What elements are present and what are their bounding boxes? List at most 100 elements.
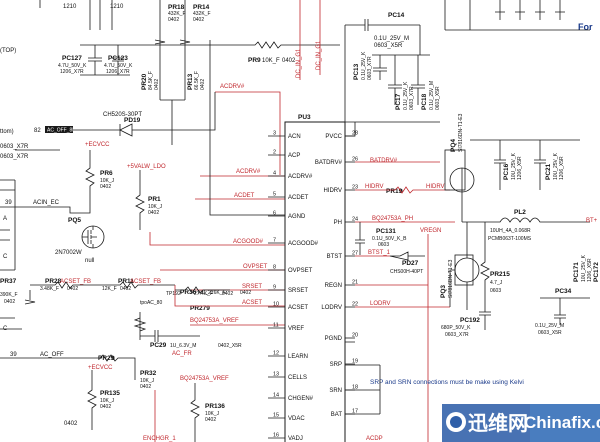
- n39-a: 39: [5, 200, 12, 206]
- r1210-b: 1210: [110, 4, 124, 10]
- pin-num-left-1: 2: [273, 150, 276, 156]
- pin-name-left-13: VDAC: [288, 416, 305, 422]
- pr9-pkg: 0402: [282, 58, 296, 64]
- pr279-value: 27.4K_F: [194, 291, 213, 297]
- pq5-ref: PQ5: [68, 217, 81, 224]
- pc34-pkg: 0603_X5R: [538, 330, 562, 336]
- pin-num-right-7: 20: [352, 333, 358, 339]
- pd27-value: CHS00H-40PT: [390, 269, 423, 275]
- pin-name-right-2: HIDRV: [323, 188, 342, 194]
- pin-name-right-3: PH: [334, 220, 342, 226]
- net-vref: BQ24753A_VREF: [190, 318, 239, 324]
- pin-name-left-0: ACN: [288, 134, 301, 140]
- pr32-value: 10K_J: [140, 378, 155, 384]
- pc171-ref: PC171: [573, 262, 580, 282]
- pin-num-right-5: 21: [352, 280, 358, 286]
- pr14-value: 432K_F: [193, 11, 211, 17]
- pr11-pkg: 0402: [120, 286, 131, 292]
- pq4-ref: PQ4: [450, 139, 457, 152]
- pq3-value: SI7816DN-T1-E3: [448, 259, 454, 298]
- bottom-label: ttom): [0, 129, 14, 135]
- pr28-pkg: 0402: [67, 286, 78, 292]
- mark-c2: C: [3, 326, 8, 332]
- pin-name-left-7: SRSET: [288, 288, 308, 294]
- pin-name-right-7: PGND: [325, 336, 343, 342]
- pin-num-right-8: 19: [352, 359, 358, 365]
- net-acdet: ACDET: [234, 193, 255, 199]
- pin-num-right-1: 26: [352, 157, 358, 163]
- pq5-value: 2N7002W: [55, 250, 82, 256]
- net-vref-2: BQ24753A_VREF: [180, 376, 229, 382]
- pr37-ref: PR37: [0, 278, 17, 285]
- pc14-ref: PC14: [388, 12, 405, 19]
- net-acgood: ACGOOD#: [233, 239, 264, 245]
- pin-name-left-10: LEARN: [288, 354, 308, 360]
- pin-name-right-0: PVCC: [325, 134, 342, 140]
- pc21-ref: PC21: [545, 163, 552, 180]
- net-dc-in: DC_IN_G1: [296, 48, 302, 78]
- pc34-value: 0.1U_25V_M: [535, 323, 564, 329]
- pr20-value: 84.5K_F: [148, 71, 154, 90]
- pr11-ref: PR11: [118, 278, 134, 285]
- pin-name-right-1: BATDRV#: [315, 160, 343, 166]
- net-ecvcc: +ECVCC: [85, 142, 110, 148]
- pc16-pkg: 1206_X5R: [517, 156, 523, 180]
- pr32-pkg: 0402: [140, 384, 151, 390]
- pr18-value: 432K_F: [168, 11, 186, 17]
- pin-name-right-4: BTST: [327, 254, 343, 260]
- pc14-value: 0.1U_25V_M: [374, 36, 409, 42]
- pr6-pkg: 0402: [100, 184, 111, 190]
- pr14-pkg: 0402: [193, 17, 204, 23]
- pr29-ref: PR29: [98, 355, 115, 362]
- net-acset: ACSET: [242, 300, 262, 306]
- pin-name-left-12: CHGEN#: [288, 396, 314, 402]
- net-acdrv: ACDRV#: [220, 84, 245, 90]
- ic-pu3-body: [284, 121, 346, 442]
- net-ph: BQ24753A_PH: [372, 216, 413, 222]
- pin-num-left-6: 8: [273, 265, 276, 271]
- pc123-value: 4.7U_50V_K: [104, 63, 133, 69]
- pin-name-left-11: CELLS: [288, 375, 307, 381]
- pr20-ref: PR20: [141, 73, 148, 90]
- pc14-pkg: 0603_X5R: [374, 43, 403, 49]
- pin-num-right-2: 23: [352, 185, 358, 191]
- pc29-value: 1U_6.3V_M: [170, 343, 196, 349]
- pin-num-left-12: 14: [273, 393, 279, 399]
- pr18-pkg: 0402: [168, 17, 179, 23]
- pr13-pkg: 0402: [200, 79, 206, 90]
- pr13-value: 66.5K_F: [194, 71, 200, 90]
- pr135-pkg: 0402: [100, 404, 111, 410]
- pc13-ref: PC13: [353, 63, 360, 80]
- pr13-ref: PR13: [187, 73, 194, 90]
- r1210-a: 1210: [63, 4, 77, 10]
- for-label: For: [578, 22, 593, 32]
- net-bt: BT+: [586, 218, 598, 224]
- n39-b: 39: [10, 352, 17, 358]
- pc127-ref: PC127: [62, 55, 82, 62]
- pl2-ref: PL2: [514, 209, 526, 216]
- pin-num-left-0: 3: [273, 131, 276, 137]
- pin-num-left-5: 7: [273, 238, 276, 244]
- net-btst: BTST_1: [368, 250, 391, 256]
- pr136-pkg: 0402: [205, 417, 216, 423]
- pr279-ref: PR279: [190, 305, 210, 312]
- pc131-ref: PC131: [376, 228, 396, 235]
- pin-num-left-10: 12: [273, 351, 279, 357]
- net-hidrv: HIDRV: [365, 184, 384, 190]
- pin-name-left-6: OVPSET: [288, 268, 313, 274]
- pin-name-left-8: ACSET: [288, 305, 308, 311]
- pc34-ref: PC34: [555, 288, 572, 295]
- pin-num-left-4: 6: [273, 211, 276, 217]
- pc131-value: 0.1U_50V_K_B: [372, 236, 407, 242]
- pr135-ref: PR135: [100, 390, 120, 397]
- pr215-pkg: 0603: [490, 288, 501, 294]
- tp-ref: tpoAC_80: [140, 300, 162, 306]
- pr37-value: 390K_F: [0, 292, 18, 298]
- net-hidrv-2: HIDRV: [426, 184, 445, 190]
- pin-name-left-9: VREF: [288, 326, 304, 332]
- pq3-ref: PQ3: [440, 285, 447, 298]
- pr215-value: 4.7_J: [490, 280, 503, 286]
- n82: 82: [34, 128, 41, 134]
- net-ac-fr: AC_FR: [172, 351, 192, 357]
- mark-c: C: [3, 254, 8, 260]
